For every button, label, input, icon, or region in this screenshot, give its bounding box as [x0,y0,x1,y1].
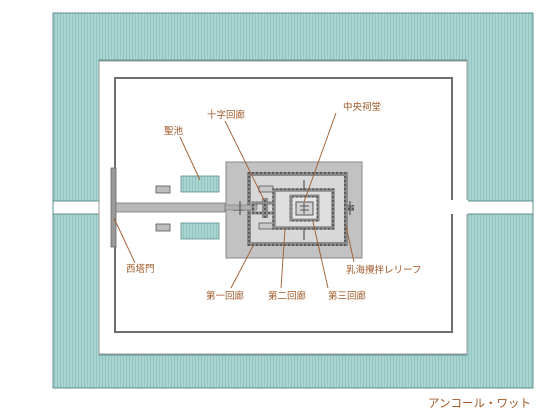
label-first-gallery: 第一回廊 [206,290,245,302]
label-holy-pond: 聖池 [164,125,184,137]
first-gallery-sw-building [258,222,274,230]
label-second-gallery: 第二回廊 [268,290,307,302]
holy-pond-north [180,175,220,193]
labels: 聖池 十字回廊 中央祠堂 西塔門 第一回廊 第二回廊 第三回廊 乳海攪拌レリーフ [126,101,421,302]
leader-churning-relief [345,225,355,263]
library-south [155,223,171,232]
inner-causeway [224,204,258,211]
label-cruciform-gallery: 十字回廊 [207,109,246,121]
label-west-gate: 西塔門 [126,263,155,275]
label-third-gallery: 第三回廊 [328,290,367,302]
east-entrance-gap [450,200,468,214]
leader-west-gate [113,217,136,264]
leader-third-gallery [312,221,329,289]
holy-pond-south [180,222,220,240]
label-central-sanctuary: 中央祠堂 [343,101,381,113]
leader-central-sanctuary [303,112,337,203]
first-gallery-nw-building [258,185,274,193]
temple-complex [224,161,363,259]
label-churning-relief: 乳海攪拌レリーフ [346,264,421,276]
central-sanctuary [295,201,314,216]
diagram-caption: アンコール・ワット [428,396,531,410]
leader-lines [113,112,355,289]
holy-ponds [180,175,220,240]
leader-holy-pond [179,136,201,181]
west-gate-bar [110,167,117,248]
libraries [155,185,171,232]
library-north [155,185,171,194]
leader-second-gallery [280,228,286,289]
leader-first-gallery [230,245,254,289]
first-gallery-east-entrance [344,205,354,211]
causeway [115,202,226,213]
leader-cruciform-gallery [224,120,265,201]
moat-outer-wall [52,12,534,389]
